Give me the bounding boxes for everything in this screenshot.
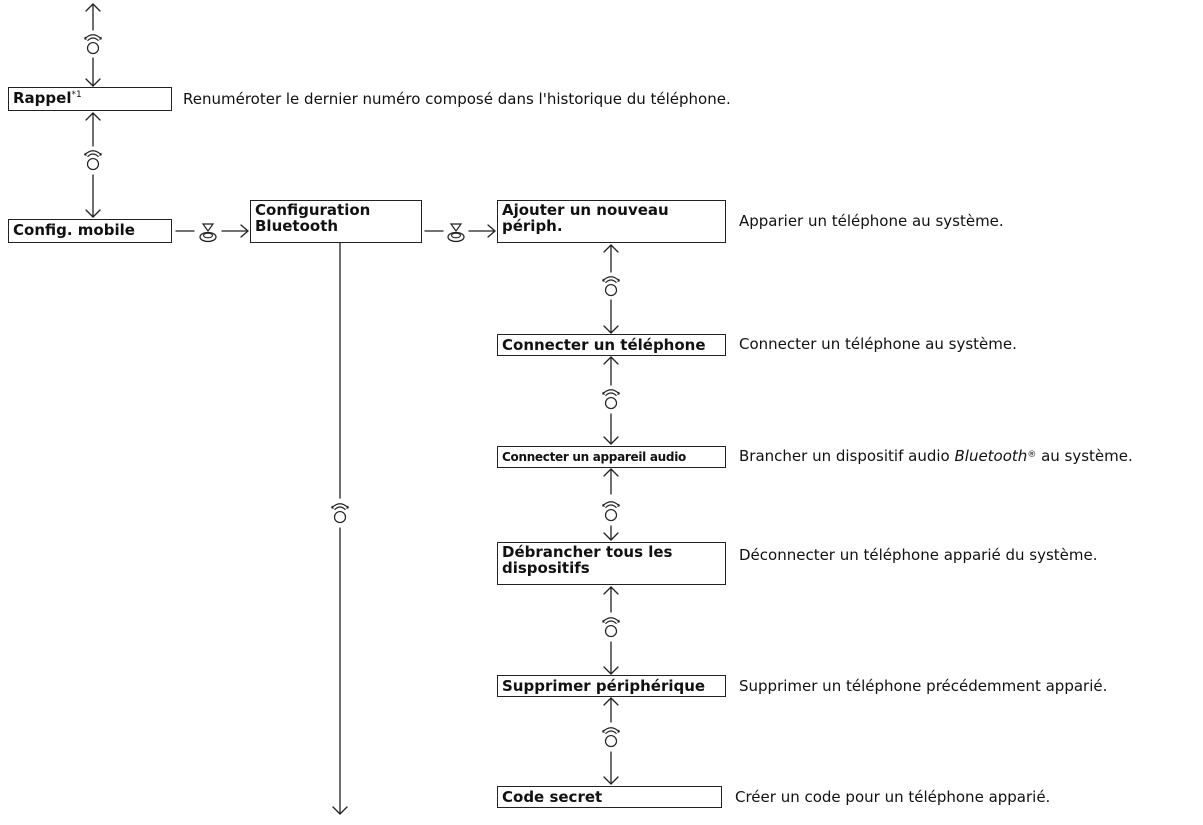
ajouter-line1: Ajouter un nouveau: [502, 201, 669, 219]
connecter-audio-description: Brancher un dispositif audio Bluetooth® …: [739, 446, 1133, 465]
code-secret-label: Code secret: [502, 788, 603, 806]
menu-item-connecter-appareil-audio[interactable]: Connecter un appareil audio: [497, 446, 726, 468]
connecter-audio-desc-after: au système.: [1036, 447, 1133, 465]
registered-mark: ®: [1027, 450, 1037, 460]
supprimer-label: Supprimer périphérique: [502, 677, 706, 695]
press-knob-icon: [199, 223, 217, 243]
connecter-telephone-description: Connecter un téléphone au système.: [739, 335, 1017, 353]
connecter-audio-desc-before: Brancher un dispositif audio: [739, 447, 955, 465]
rotate-knob-icon: [602, 389, 620, 410]
supprimer-description: Supprimer un téléphone précédemment appa…: [739, 677, 1108, 695]
ajouter-line2: périph.: [502, 217, 563, 235]
debrancher-description: Déconnecter un téléphone apparié du syst…: [739, 546, 1098, 564]
config-mobile-label: Config. mobile: [13, 221, 135, 239]
rotate-knob-icon: [602, 727, 620, 748]
rappel-label: Rappel: [13, 89, 72, 107]
rotate-knob-icon: [602, 501, 620, 522]
config-bluetooth-line1: Configuration: [255, 201, 371, 219]
debrancher-line1: Débrancher tous les: [502, 543, 673, 561]
menu-item-code-secret[interactable]: Code secret: [497, 786, 722, 808]
rappel-footnote: *1: [71, 90, 82, 100]
press-knob-icon: [447, 223, 465, 243]
bluetooth-word: Bluetooth: [954, 447, 1028, 465]
rappel-description: Renuméroter le dernier numéro composé da…: [183, 90, 731, 108]
code-secret-description: Créer un code pour un téléphone apparié.: [735, 788, 1051, 806]
menu-item-config-mobile[interactable]: Config. mobile: [8, 219, 172, 243]
rotate-knob-icon: [602, 276, 620, 297]
connecter-audio-label: Connecter un appareil audio: [502, 450, 686, 464]
rotate-knob-icon: [602, 617, 620, 638]
menu-item-supprimer-peripherique[interactable]: Supprimer périphérique: [497, 675, 726, 697]
debrancher-line2: dispositifs: [502, 559, 590, 577]
rotate-knob-icon: [84, 150, 102, 171]
connecter-telephone-label: Connecter un téléphone: [502, 336, 706, 354]
rotate-knob-icon: [84, 34, 102, 55]
menu-item-rappel[interactable]: Rappel*1: [8, 87, 172, 111]
config-bluetooth-line2: Bluetooth: [255, 217, 339, 235]
ajouter-description: Apparier un téléphone au système.: [739, 212, 1004, 230]
menu-item-connecter-telephone[interactable]: Connecter un téléphone: [497, 334, 726, 356]
rotate-knob-icon: [331, 503, 349, 524]
